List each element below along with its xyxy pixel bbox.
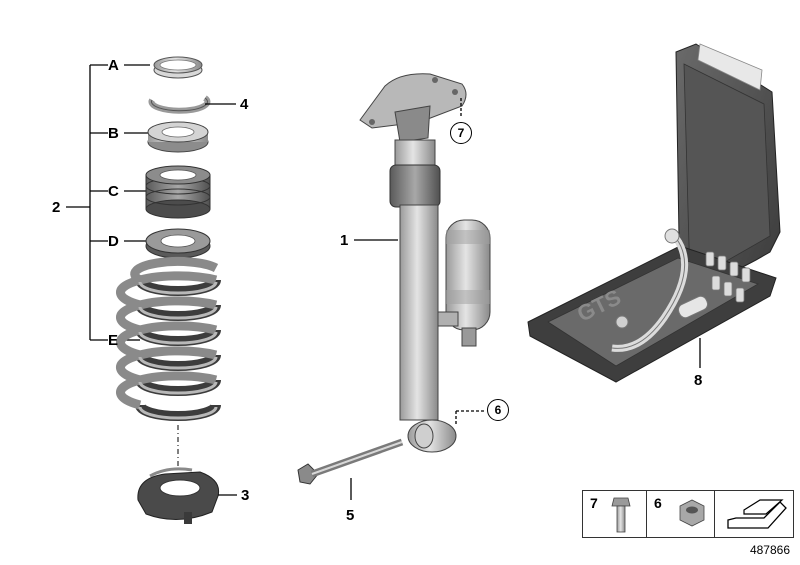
document-id: 487866 xyxy=(749,543,790,557)
label-part-3: 3 xyxy=(241,487,250,504)
bellows-c xyxy=(145,165,211,219)
label-c: C xyxy=(108,183,119,200)
coil-spring-e xyxy=(116,256,221,421)
legend-arrow-icon xyxy=(727,499,787,529)
label-part-1: 1 xyxy=(340,232,349,249)
legend-nut-number: 6 xyxy=(654,495,662,511)
tool-case-8: GTS xyxy=(527,43,781,383)
spring-seat-3 xyxy=(137,467,237,524)
legend-bolt-number: 7 xyxy=(590,495,598,511)
label-part-6: 6 xyxy=(487,399,509,421)
label-d: D xyxy=(108,233,119,250)
legend-cell-nut: 6 xyxy=(647,491,715,537)
ring-a xyxy=(153,56,203,79)
label-part-4: 4 xyxy=(240,96,249,113)
legend-cell-arrow xyxy=(715,491,793,537)
fastener-legend: 7 6 xyxy=(582,490,794,538)
label-a: A xyxy=(108,57,119,74)
bracket-group-2 xyxy=(66,64,150,341)
leader-lines xyxy=(354,98,701,426)
legend-bolt-icon xyxy=(611,497,631,533)
label-part-7: 7 xyxy=(450,122,472,144)
pad-d xyxy=(145,228,211,259)
clip-4 xyxy=(148,95,236,114)
label-e: E xyxy=(108,332,119,349)
label-part-5: 5 xyxy=(346,507,355,524)
nut-b xyxy=(147,121,209,153)
label-b: B xyxy=(108,125,119,142)
bolt-5 xyxy=(297,438,404,500)
label-part-2: 2 xyxy=(52,199,61,216)
legend-nut-icon xyxy=(679,499,705,527)
legend-cell-bolt: 7 xyxy=(583,491,647,537)
shock-absorber-1 xyxy=(359,73,491,453)
label-part-8: 8 xyxy=(694,372,703,389)
